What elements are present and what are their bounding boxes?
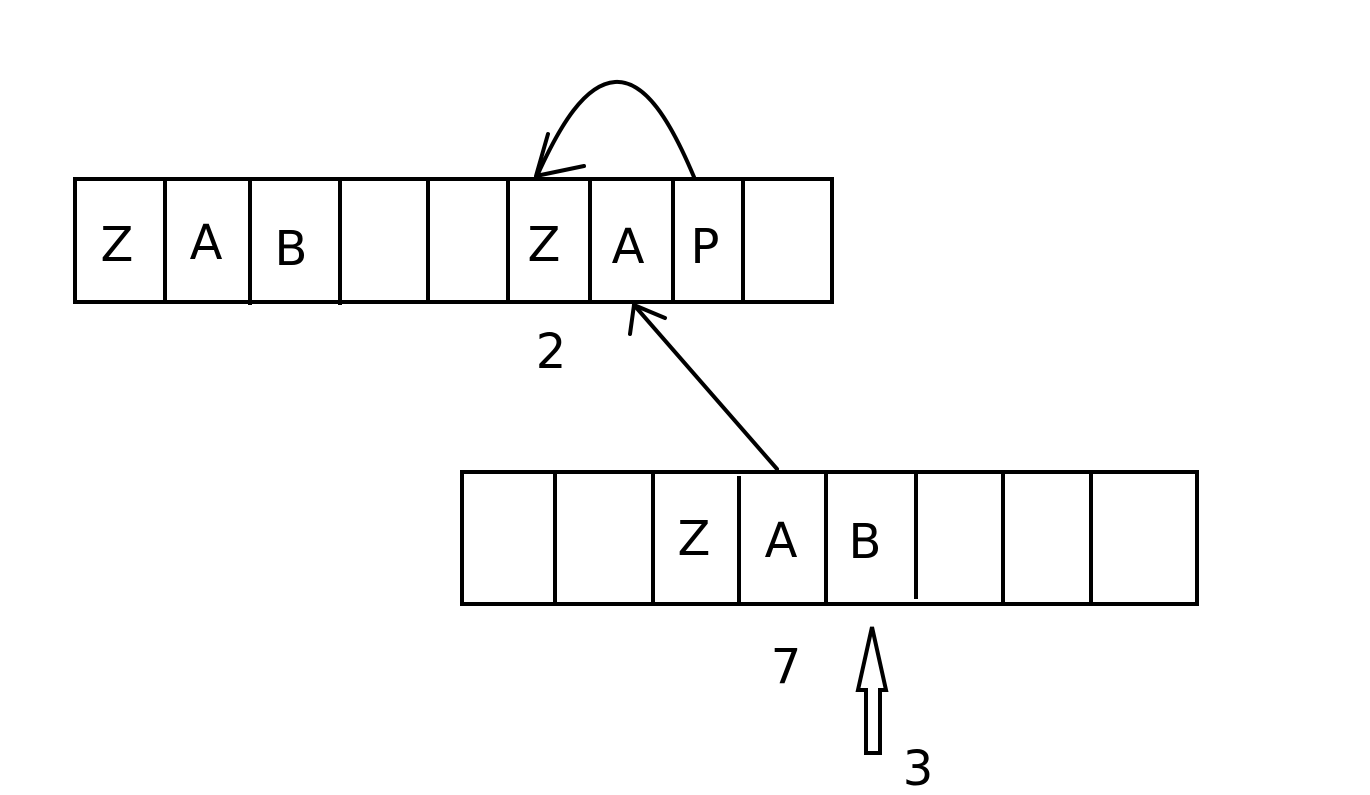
curved-arrowhead-icon — [534, 132, 586, 178]
top-cell-7: P — [691, 219, 720, 275]
top-array — [73, 177, 834, 305]
diagonal-arrow — [628, 303, 779, 471]
pointer-label: 3 — [903, 741, 934, 795]
top-cell-2: B — [275, 221, 308, 277]
top-cell-1: A — [190, 215, 223, 271]
top-array-frame — [73, 177, 834, 304]
top-array-cells: Z A B Z A P — [101, 215, 720, 277]
diagonal-arrow-line — [632, 303, 779, 471]
bottom-array-frame — [460, 470, 1199, 606]
bottom-array-cells: Z A B — [678, 511, 882, 570]
bottom-cell-2: Z — [678, 511, 711, 567]
bottom-array — [460, 470, 1199, 606]
pointer-arrow-icon — [855, 626, 889, 755]
top-cell-6: A — [612, 219, 645, 275]
bottom-cell-3: A — [765, 513, 798, 569]
bottom-array-label: 7 — [771, 639, 802, 695]
top-array-label: 2 — [536, 324, 567, 380]
curved-back-arrow — [534, 79, 696, 179]
bottom-cell-4: B — [849, 514, 882, 570]
curved-arrow-path — [535, 79, 696, 179]
top-cell-5: Z — [528, 217, 561, 273]
diagonal-arrowhead-icon — [628, 303, 667, 336]
top-cell-0: Z — [101, 217, 134, 273]
